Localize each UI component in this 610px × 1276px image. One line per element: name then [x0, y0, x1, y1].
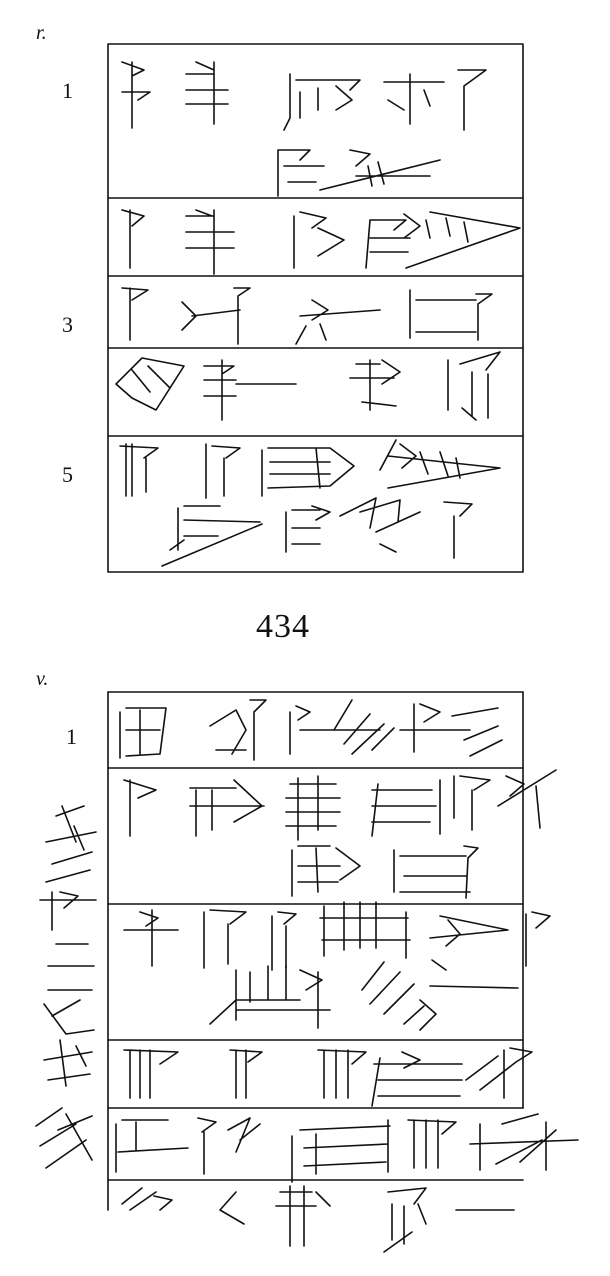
- reverse-line-1-signs: [119, 699, 503, 761]
- obverse-line-3-signs: [121, 287, 493, 345]
- obverse-line-6-signs: [161, 497, 473, 567]
- obverse-line-1-signs: [121, 61, 487, 197]
- obverse-line-4-signs: [115, 351, 501, 421]
- reverse-line-number-1: 1: [66, 724, 77, 749]
- obverse-line-5-signs: [119, 439, 501, 499]
- obverse-line-number-3: 3: [62, 312, 73, 337]
- reverse-frame: [107, 691, 524, 1211]
- obverse-side-label: r.: [36, 22, 47, 44]
- reverse-line-3-signs: [291, 845, 479, 899]
- reverse-line-5-signs: [209, 961, 519, 1031]
- obverse-frame: [107, 43, 524, 573]
- obverse-line-2-signs: [121, 209, 521, 275]
- tablet-number: 434: [256, 608, 310, 645]
- reverse-side-label: v.: [36, 668, 49, 690]
- reverse-line-8-signs: [121, 1185, 515, 1253]
- obverse-line-number-5: 5: [62, 462, 73, 487]
- reverse-line-6-signs: [123, 1047, 533, 1107]
- reverse-edge-signs: [35, 805, 97, 1169]
- obverse-line-number-1: 1: [62, 78, 73, 103]
- reverse-line-4-signs: [123, 901, 551, 971]
- reverse-line-7-signs: [115, 1113, 579, 1183]
- reverse-line-2-signs: [123, 769, 557, 841]
